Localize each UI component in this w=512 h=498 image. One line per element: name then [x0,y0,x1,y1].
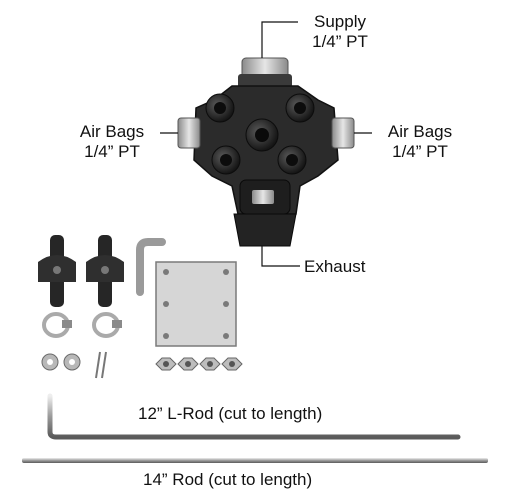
air-bags-left-label: Air Bags 1/4” PT [66,122,158,162]
supply-label-line2: 1/4” PT [312,32,368,51]
cotter-pins [95,351,107,379]
air-bag-fitting-right [331,117,355,149]
l-rod [47,393,461,440]
air-bags-left-line1: Air Bags [79,122,145,141]
air-bags-right-line2: 1/4” PT [392,142,448,161]
exhaust-port [233,213,297,247]
air-bag-fitting-left [177,117,201,149]
grommet-left [38,235,76,307]
supply-label: Supply 1/4” PT [300,12,380,52]
leveling-valve [177,57,355,247]
air-bags-right-line1: Air Bags [387,122,453,141]
supply-label-line1: Supply [314,12,366,31]
elbow-tube [136,238,166,296]
leader-lines [160,21,372,267]
air-bags-left-line2: 1/4” PT [84,142,140,161]
exhaust-label: Exhaust [304,257,366,276]
hose-clamp-left [42,312,72,338]
mounting-plate [155,261,237,347]
grommet-right [86,235,124,307]
l-rod-label: 12” L-Rod (cut to length) [138,404,323,423]
hose-clamp-right [92,312,122,338]
washers [41,353,81,371]
air-bags-right-label: Air Bags 1/4” PT [374,122,466,162]
rod-label: 14” Rod (cut to length) [143,470,313,489]
straight-rod [22,458,488,463]
hex-nuts [155,357,243,371]
